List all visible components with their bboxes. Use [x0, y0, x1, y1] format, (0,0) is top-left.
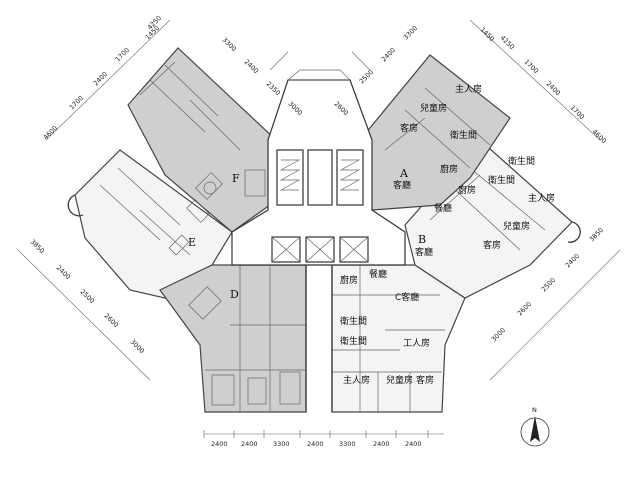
- unit-c-kitchen: 廚房: [340, 274, 358, 286]
- unit-c-bath-1: 衛生間: [340, 315, 367, 327]
- dim-top-right-2: 2400: [380, 46, 397, 63]
- unit-c-dining: 餐廳: [369, 268, 387, 280]
- north-label: N: [532, 406, 537, 414]
- dim-bottom-1: 2400: [211, 440, 228, 448]
- dim-right-upper-3: 2400: [545, 80, 562, 97]
- dim-left-lower-1: 3850: [29, 238, 46, 255]
- unit-d-wing: [159, 264, 307, 413]
- unit-a-guest: 客房: [400, 122, 418, 134]
- unit-b-living: 客廳: [415, 246, 433, 258]
- dimension-lines: [17, 19, 621, 438]
- dim-top-right-4: 1450: [479, 26, 496, 43]
- unit-f-wing: [127, 47, 277, 233]
- dim-right-upper-5: 4600: [591, 128, 608, 145]
- dim-right-lower-3: 2500: [540, 276, 557, 293]
- unit-c-bath-2: 衛生間: [340, 335, 367, 347]
- dim-top-left-3: 2400: [243, 58, 260, 75]
- dim-right-upper-4: 1700: [569, 104, 586, 121]
- north-arrow-icon: [520, 416, 550, 447]
- dim-right-lower-4: 2600: [516, 300, 533, 317]
- central-core: [231, 69, 406, 412]
- unit-a-kitchen: 廚房: [440, 163, 458, 175]
- dim-left-upper-5: 4600: [42, 124, 59, 141]
- unit-b-dining: 餐廳: [434, 202, 452, 214]
- unit-f-letter: F: [232, 172, 240, 185]
- dim-bottom-3: 3300: [273, 440, 290, 448]
- unit-a-wing: [359, 54, 511, 211]
- dim-bottom-2: 2400: [241, 440, 258, 448]
- dim-left-lower-4: 2600: [103, 312, 120, 329]
- unit-a-bath: 衛生間: [450, 129, 477, 141]
- dim-left-lower-3: 2500: [79, 288, 96, 305]
- dim-left-upper-2: 1700: [114, 46, 131, 63]
- dim-top-right-1: 2500: [358, 68, 375, 85]
- dim-top-right-3: 3300: [402, 24, 419, 41]
- dim-left-upper-3: 2400: [92, 70, 109, 87]
- dim-bottom-5: 3300: [339, 440, 356, 448]
- unit-e-letter: E: [188, 236, 196, 249]
- unit-a-letter: A: [399, 167, 409, 180]
- unit-b-letter: B: [418, 233, 426, 246]
- unit-a-master: 主人房: [455, 83, 482, 95]
- unit-c-maid: 工人房: [403, 337, 430, 349]
- unit-a-kids: 兒童房: [420, 102, 447, 114]
- unit-b-bath-2: 衛生間: [508, 155, 535, 167]
- dim-bottom-4: 2400: [307, 440, 324, 448]
- dim-top-left-4: 2350: [265, 80, 282, 97]
- unit-b-master: 主人房: [528, 192, 555, 204]
- dim-bottom-6: 2400: [373, 440, 390, 448]
- dim-top-left-2: 3300: [221, 36, 238, 53]
- unit-c-living: C客廳: [395, 291, 419, 303]
- unit-b-bath: 衛生間: [488, 174, 515, 186]
- dim-left-lower-2: 2400: [55, 264, 72, 281]
- unit-c-guest: 客房: [416, 374, 434, 386]
- dim-left-lower-5: 3000: [129, 338, 146, 355]
- dim-bottom-7: 2400: [405, 440, 422, 448]
- dim-right-lower-1: 3850: [588, 226, 605, 243]
- unit-b-kitchen: 廚房: [458, 184, 476, 196]
- dim-left-upper-4: 1700: [68, 94, 85, 111]
- unit-c-kids: 兒童房: [386, 374, 413, 386]
- dim-right-lower-2: 2400: [564, 252, 581, 269]
- dim-right-lower-5: 3000: [490, 326, 507, 343]
- unit-c-master: 主人房: [343, 374, 370, 386]
- unit-d-letter: D: [230, 288, 239, 301]
- unit-a-living: 客廳: [393, 179, 411, 191]
- unit-b-guest: 客房: [483, 239, 501, 251]
- unit-b-kids: 兒童房: [503, 220, 530, 232]
- dim-right-upper-2: 1700: [523, 58, 540, 75]
